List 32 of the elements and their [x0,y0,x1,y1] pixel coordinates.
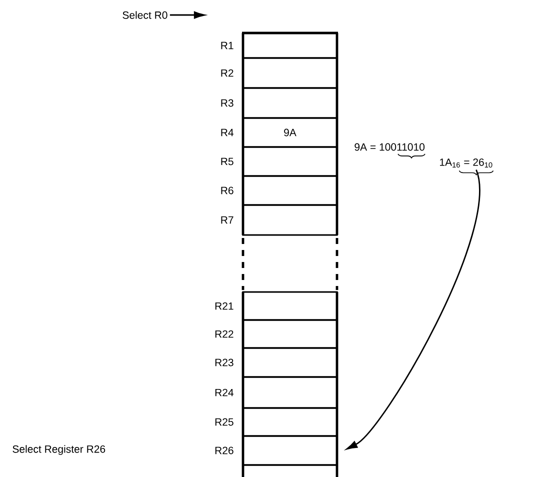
register-label: R26 [215,446,234,454]
register-cell [242,57,338,89]
register-label: R25 [215,418,234,426]
register-cell [242,291,338,321]
register-label: R7 [221,216,234,224]
conversion-text: 1A$_{16}$ = 26$_{10}$ [440,158,492,168]
register-label: R21 [215,302,234,310]
register-cell [242,175,338,206]
register-label: R3 [221,99,234,107]
select-label: Select R0 [122,11,168,19]
register-cell: 9A [242,117,338,148]
register-cell [242,87,338,119]
register-cell [242,146,338,177]
register-cell [242,204,338,236]
register-label: R5 [221,158,234,166]
register-label: R24 [215,388,234,396]
register-cell [242,347,338,378]
register-cell [242,435,338,466]
register-cell [242,376,338,409]
register-label: R4 [221,128,234,136]
select-label: Select Register R26 [12,445,106,455]
register-label: R2 [221,69,234,77]
conversion-text: 9A = 10011010 [354,143,425,151]
register-cell [242,407,338,437]
register-label: R1 [221,42,234,50]
register-label: R22 [215,330,234,338]
arrow [170,11,205,19]
register-label: R23 [215,358,234,366]
arrow [346,170,480,450]
register-cell [242,319,338,349]
register-label: R6 [221,186,234,194]
register-cell [242,32,338,59]
